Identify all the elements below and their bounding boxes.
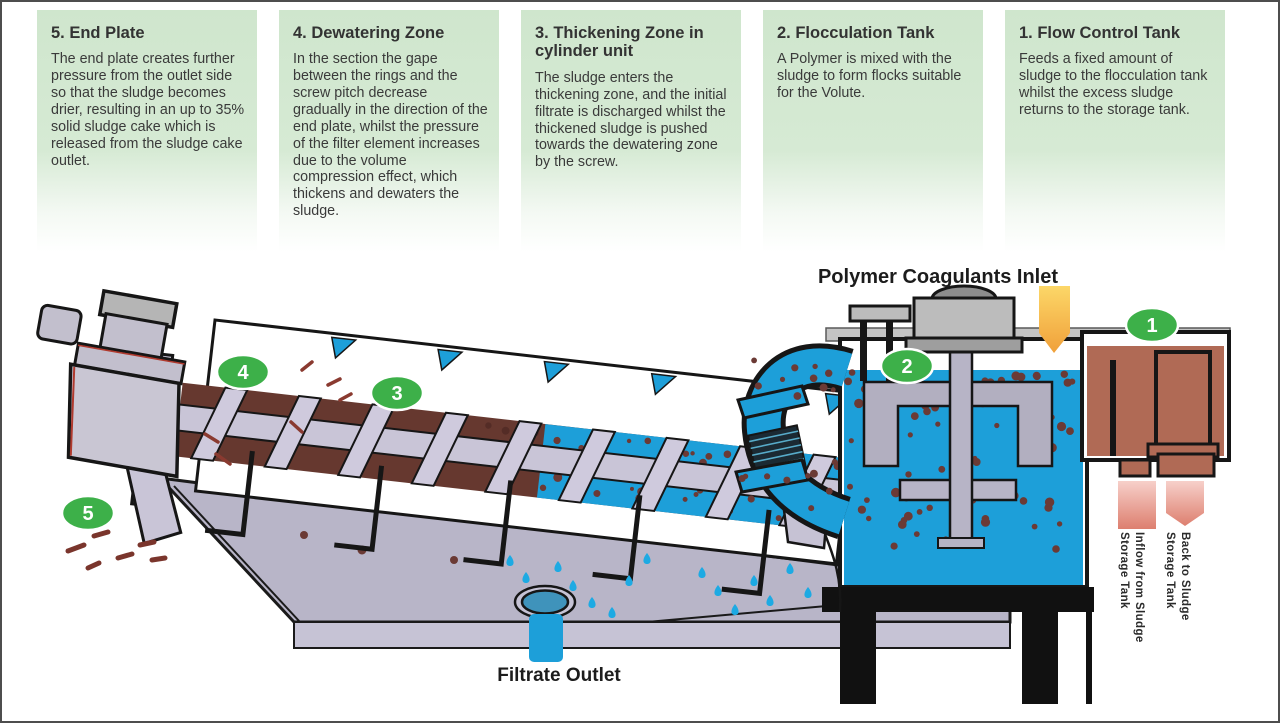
card-body: A Polymer is mixed with the sludge to fo… [777, 51, 962, 102]
info-card-thickening-zone: 3. Thickening Zone in cylinder unit The … [521, 10, 741, 252]
svg-text:5: 5 [82, 503, 93, 525]
card-body: Feeds a fixed amount of sludge to the fl… [1019, 51, 1208, 119]
inflow-arrow [1118, 481, 1156, 529]
svg-text:2: 2 [901, 356, 912, 378]
tank-stand [822, 587, 1094, 704]
card-body: In the section the gape between the ring… [293, 51, 488, 220]
red-dashes [203, 360, 353, 466]
card-body: The sludge enters the thickening zone, a… [535, 69, 727, 171]
cake-pieces [65, 529, 168, 571]
drive-motor [36, 288, 187, 479]
info-card-end-plate: 5. End Plate The end plate creates furth… [37, 10, 257, 252]
card-body: The end plate creates further pressure f… [51, 51, 245, 169]
flow-control-tank [1080, 330, 1231, 478]
mixer-motor [848, 284, 1024, 381]
card-title: 1. Flow Control Tank [1019, 24, 1181, 42]
return-arrow [1166, 481, 1204, 526]
svg-text:3: 3 [391, 383, 402, 405]
filtrate-pipe [529, 614, 563, 662]
info-card-flow-control-tank: 1. Flow Control Tank Feeds a fixed amoun… [1005, 10, 1225, 252]
card-title: 2. Flocculation Tank [777, 24, 935, 42]
mixer-assembly [862, 294, 1054, 549]
card-title: 3. Thickening Zone in cylinder unit [535, 24, 704, 61]
card-title: 5. End Plate [51, 24, 145, 42]
support-brackets [204, 450, 772, 597]
label-polymer-inlet: Polymer Coagulants Inlet [818, 266, 1058, 288]
drain-port [513, 584, 577, 620]
badge-4: 4 [215, 353, 271, 391]
badge-3: 3 [369, 374, 425, 412]
label-inflow: Inflow from Sludge Storage Tank [1117, 532, 1145, 643]
label-back: Back to Sludge Storage Tank [1163, 532, 1191, 621]
badge-2: 2 [879, 347, 935, 385]
info-card-flocculation-tank: 2. Flocculation Tank A Polymer is mixed … [763, 10, 983, 252]
polymer-arrow [1039, 286, 1070, 353]
label-filtrate-outlet: Filtrate Outlet [497, 665, 621, 686]
card-title: 4. Dewatering Zone [293, 24, 445, 42]
svg-text:4: 4 [237, 362, 249, 384]
inlet-pipe [734, 343, 854, 539]
svg-text:1: 1 [1146, 315, 1157, 337]
badge-5: 5 [60, 494, 116, 532]
pipe-dots [738, 357, 839, 512]
info-card-dewatering-zone: 4. Dewatering Zone In the section the ga… [279, 10, 499, 252]
badge-1: 1 [1124, 306, 1180, 344]
